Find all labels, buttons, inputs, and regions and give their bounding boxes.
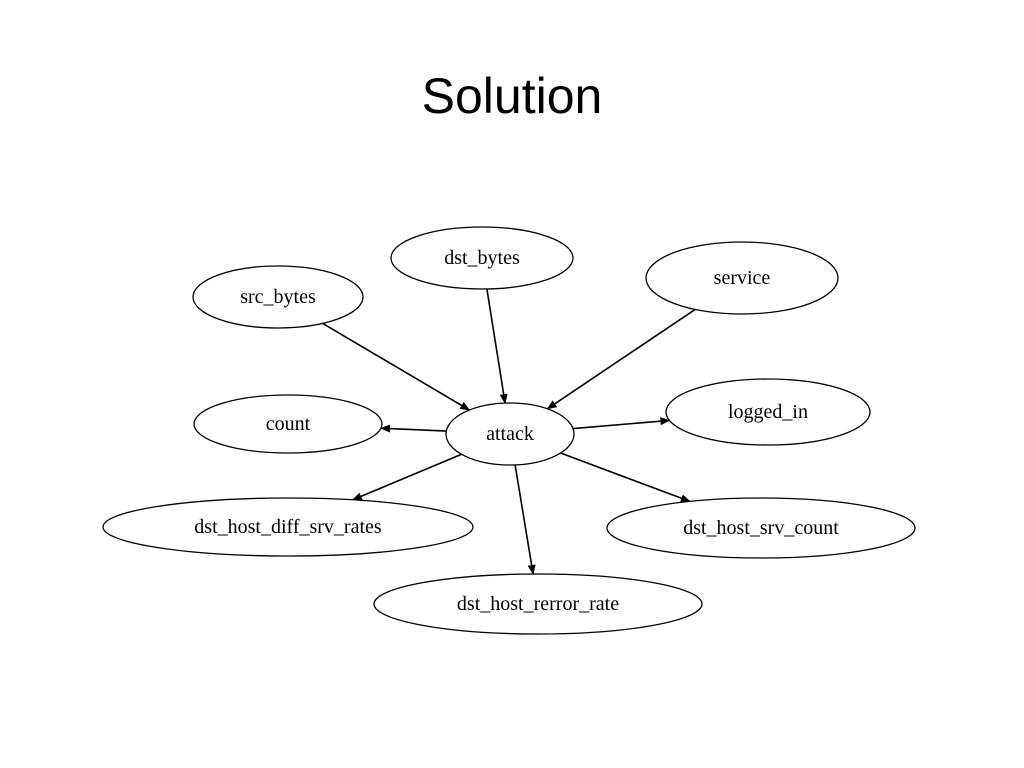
node-ellipse	[373, 573, 703, 635]
edge-dst_bytes-to-attack	[486, 288, 508, 405]
edge-service-to-attack	[546, 308, 696, 410]
edge-attack-to-logged_in	[572, 417, 671, 430]
node-label: count	[266, 413, 311, 435]
node-ellipse	[193, 394, 383, 454]
slide-title: Solution	[421, 68, 603, 124]
node-ellipse	[445, 402, 575, 466]
node-label: service	[714, 267, 771, 289]
node-label: dst_host_rerror_rate	[457, 593, 619, 615]
node-label: src_bytes	[240, 286, 316, 308]
node-layer: attack dst_bytes src_bytes service count logg…	[102, 226, 916, 635]
node-label: dst_host_diff_srv_rates	[194, 516, 382, 538]
node-src_bytes: src_bytes	[192, 265, 364, 329]
node-count: count	[193, 394, 383, 454]
node-logged_in: logged_in	[665, 378, 871, 446]
node-ellipse	[645, 241, 839, 315]
node-ellipse	[606, 497, 916, 559]
node-label: dst_host_srv_count	[683, 517, 839, 539]
edge-layer	[322, 288, 696, 575]
node-ellipse	[665, 378, 871, 446]
node-label: dst_bytes	[444, 247, 520, 269]
edge-attack-to-dst_host_diff_srv_rates	[351, 453, 462, 501]
node-ellipse	[102, 497, 474, 557]
node-attack: attack	[445, 402, 575, 466]
edge-attack-to-count	[380, 424, 447, 433]
node-dst_host_diff_srv_rates: dst_host_diff_srv_rates	[102, 497, 474, 557]
node-ellipse	[192, 265, 364, 329]
node-dst_bytes: dst_bytes	[390, 226, 574, 290]
node-label: logged_in	[728, 401, 808, 423]
node-ellipse	[390, 226, 574, 290]
node-label: attack	[486, 423, 534, 445]
node-dst_host_srv_count: dst_host_srv_count	[606, 497, 916, 559]
node-dst_host_rerror_rate: dst_host_rerror_rate	[373, 573, 703, 635]
edge-src_bytes-to-attack	[322, 322, 471, 411]
edge-attack-to-dst_host_srv_count	[560, 452, 691, 503]
edge-attack-to-dst_host_rerror_rate	[514, 464, 536, 575]
node-service: service	[645, 241, 839, 315]
